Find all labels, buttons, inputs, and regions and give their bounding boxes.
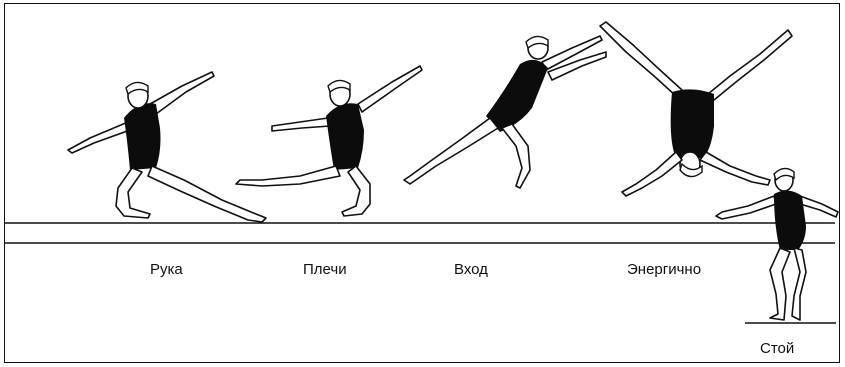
phase-label-shoulders: Плечи: [303, 261, 347, 278]
gymnast-figure-5: [715, 167, 839, 321]
gymnast-figure-4: [599, 21, 793, 197]
gymnast-figure-3: [403, 35, 607, 189]
phase-label-entry: Вход: [454, 261, 488, 278]
gymnast-figure-1: [67, 71, 267, 223]
phase-label-arm: Рука: [150, 261, 183, 278]
diagram-frame: [4, 3, 840, 363]
phase-label-energetic: Энергично: [627, 261, 702, 278]
phase-label-stand: Стой: [760, 340, 795, 357]
gymnast-figure-2: [235, 65, 423, 217]
